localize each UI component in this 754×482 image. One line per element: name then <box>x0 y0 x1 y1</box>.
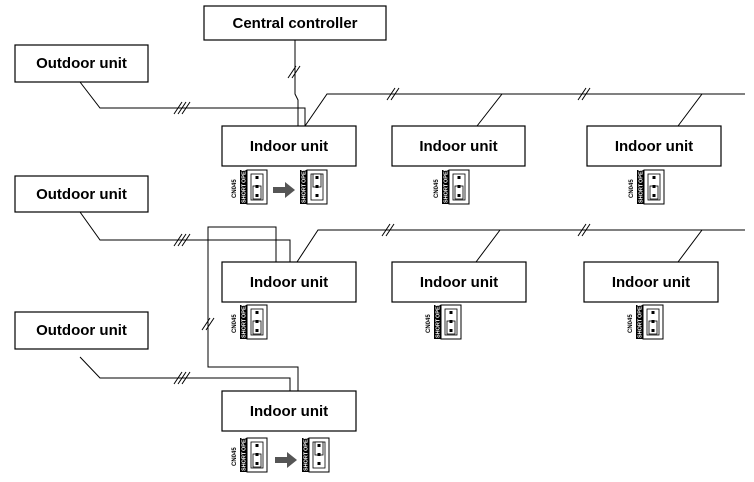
outdoor-unit-box: Outdoor unit <box>14 311 149 350</box>
short-tag: SHORT <box>302 183 308 203</box>
outdoor-unit-label: Outdoor unit <box>36 322 127 339</box>
outdoor-unit-label: Outdoor unit <box>36 186 127 203</box>
cn045-connector-short: CN045 SHORT OPEN <box>434 167 470 205</box>
indoor-unit-label: Indoor unit <box>250 403 328 420</box>
central-controller-box: Central controller <box>203 5 387 41</box>
indoor-unit-box: Indoor unit <box>221 390 357 432</box>
change-arrow-icon <box>275 452 297 468</box>
open-tag: OPEN <box>302 167 308 183</box>
indoor-unit-box: Indoor unit <box>586 125 722 167</box>
short-tag: SHORT <box>444 183 450 203</box>
indoor-unit-box: Indoor unit <box>391 125 526 167</box>
hash-mark <box>577 87 591 101</box>
indoor-unit-label: Indoor unit <box>615 138 693 155</box>
open-tag: OPEN <box>242 167 248 183</box>
cn045-label: CN045 <box>232 314 238 333</box>
indoor-unit-box: Indoor unit <box>221 261 357 303</box>
open-tag: OPEN <box>242 302 248 318</box>
hash-mark <box>201 317 215 331</box>
short-tag: SHORT <box>242 318 248 338</box>
open-tag: OPEN <box>639 167 645 183</box>
cn045-connector-short: CN045 SHORT OPEN <box>232 435 268 473</box>
short-tag: SHORT <box>304 451 310 471</box>
hash-mark <box>386 87 400 101</box>
controller-wire <box>294 40 299 126</box>
indoor-unit-label: Indoor unit <box>419 138 497 155</box>
central-controller-label: Central controller <box>232 15 357 32</box>
open-tag: OPEN <box>444 167 450 183</box>
hash-mark <box>381 223 395 237</box>
outdoor-unit-box: Outdoor unit <box>14 175 149 213</box>
cn045-connector-open: SHORT OPEN <box>302 435 330 473</box>
change-arrow-icon <box>273 182 295 198</box>
open-tag: OPEN <box>436 302 442 318</box>
hash-mark <box>173 233 191 247</box>
outdoor-unit-box: Outdoor unit <box>14 44 149 83</box>
crossover-wire <box>207 226 299 391</box>
indoor-unit-label: Indoor unit <box>250 274 328 291</box>
outdoor-unit-label: Outdoor unit <box>36 55 127 72</box>
cn045-connector-short: CN045 SHORT OPEN <box>629 167 665 205</box>
hash-mark <box>577 223 591 237</box>
indoor-unit-label: Indoor unit <box>250 138 328 155</box>
hash-mark <box>287 65 301 79</box>
row2-chain-wire <box>296 229 745 263</box>
open-tag: OPEN <box>304 435 310 451</box>
row1-chain-wire <box>304 93 745 127</box>
cn045-connector-short: CN045 SHORT OPEN <box>426 302 462 340</box>
indoor-unit-label: Indoor unit <box>420 274 498 291</box>
short-tag: SHORT <box>436 318 442 338</box>
indoor-unit-label: Indoor unit <box>612 274 690 291</box>
hash-mark <box>173 371 191 385</box>
open-tag: OPEN <box>638 302 644 318</box>
indoor-unit-box: Indoor unit <box>221 125 357 167</box>
cn045-connector-open: SHORT OPEN <box>300 167 328 205</box>
cn045-label: CN045 <box>426 314 432 333</box>
short-tag: SHORT <box>638 318 644 338</box>
indoor-unit-box: Indoor unit <box>391 261 527 303</box>
hash-mark <box>173 101 191 115</box>
wiring <box>79 40 745 391</box>
cn045-connector-short: CN045 SHORT OPEN <box>628 302 664 340</box>
cn045-label: CN045 <box>629 179 635 198</box>
cn045-connector-short: CN045 SHORT OPEN <box>232 302 268 340</box>
short-tag: SHORT <box>639 183 645 203</box>
short-tag: SHORT <box>242 451 248 471</box>
cn045-connector-short: CN045 SHORT OPEN <box>232 167 268 205</box>
wire-hash-marks <box>173 65 591 385</box>
short-tag: SHORT <box>242 183 248 203</box>
open-tag: OPEN <box>242 435 248 451</box>
cn045-label: CN045 <box>232 447 238 466</box>
cn045-label: CN045 <box>628 314 634 333</box>
cn045-label: CN045 <box>232 179 238 198</box>
outdoor3-wire <box>79 356 291 391</box>
indoor-unit-box: Indoor unit <box>583 261 719 303</box>
outdoor1-wire <box>79 81 306 126</box>
cn045-label: CN045 <box>434 179 440 198</box>
outdoor2-wire <box>79 211 291 262</box>
